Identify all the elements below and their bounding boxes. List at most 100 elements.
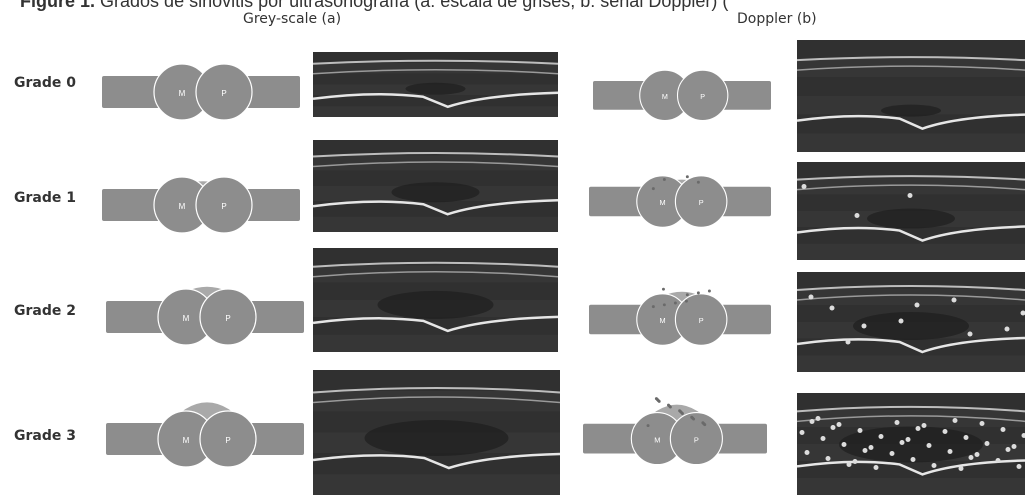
figure-label: Figure 1.	[20, 0, 95, 11]
doppler-signal	[915, 303, 920, 308]
doppler-signal	[985, 441, 990, 446]
doppler-signal	[816, 416, 821, 421]
doppler-signal	[908, 193, 913, 198]
doppler-signal	[846, 340, 851, 345]
schematic-doppler-grade-3: MP	[583, 397, 767, 469]
ultrasound-doppler-grade-3	[797, 393, 1025, 495]
doppler-signal	[968, 332, 973, 337]
grade-label-2: Grade 2	[14, 303, 76, 319]
doppler-signal-dot	[652, 305, 655, 308]
synovial-region	[378, 291, 494, 319]
tissue-band	[313, 106, 558, 117]
bone-letter-m: M	[183, 314, 190, 323]
tissue-band	[797, 40, 1025, 59]
doppler-signal-dot	[708, 290, 711, 293]
tissue-band	[797, 478, 1025, 495]
doppler-signal-dot	[662, 288, 665, 291]
doppler-signal	[855, 213, 860, 218]
ultrasound-greyscale-grade-1	[313, 140, 558, 232]
grade-label-1: Grade 1	[14, 190, 76, 206]
synovial-region	[392, 182, 480, 202]
doppler-signal	[821, 436, 826, 441]
tissue-band	[797, 355, 1025, 372]
bone-letter-p: P	[225, 314, 230, 323]
schematic-doppler-grade-1: MP	[589, 160, 771, 232]
ultrasound-greyscale-grade-0	[313, 52, 558, 117]
bone-letter-p: P	[221, 89, 226, 98]
doppler-signal	[874, 465, 879, 470]
doppler-signal-dot	[655, 397, 658, 400]
grade-label-0: Grade 0	[14, 75, 76, 91]
doppler-signal	[830, 306, 835, 311]
doppler-signal	[842, 442, 847, 447]
doppler-signal	[900, 440, 905, 445]
bone-letter-p: P	[699, 316, 704, 325]
doppler-signal	[1005, 327, 1010, 332]
doppler-signal	[948, 449, 953, 454]
column-header-greyscale: Grey-scale (a)	[243, 11, 341, 27]
doppler-signal	[809, 295, 814, 300]
doppler-signal	[810, 419, 815, 424]
doppler-signal	[826, 456, 831, 461]
doppler-signal	[847, 462, 852, 467]
doppler-signal	[800, 430, 805, 435]
doppler-signal	[927, 443, 932, 448]
bone-letter-m: M	[654, 435, 660, 444]
bone-letter-m: M	[662, 92, 668, 101]
bone-letter-p: P	[700, 92, 705, 101]
ultrasound-doppler-grade-2	[797, 272, 1025, 372]
bone-letter-p: P	[221, 202, 226, 211]
schematic-greyscale-grade-3: MP	[106, 397, 304, 469]
schematic-doppler-grade-0: MP	[593, 54, 771, 126]
bone-letter-p: P	[699, 198, 704, 207]
column-header-doppler: Doppler (b)	[737, 11, 817, 27]
doppler-signal	[858, 428, 863, 433]
bone-letter-m: M	[659, 198, 665, 207]
doppler-signal-dot	[674, 301, 677, 304]
ultrasound-greyscale-grade-3	[313, 370, 560, 495]
figure-title: Figure 1. Grados de sinovitis por ultras…	[20, 0, 1025, 13]
bone-letter-p: P	[225, 436, 230, 445]
doppler-signal	[1012, 444, 1017, 449]
tissue-band	[313, 217, 558, 232]
synovial-region	[881, 105, 941, 117]
tissue-band	[797, 244, 1025, 260]
ultrasound-greyscale-grade-2	[313, 248, 558, 352]
doppler-signal	[1001, 427, 1006, 432]
doppler-signal-dot	[690, 416, 693, 419]
doppler-signal	[996, 458, 1001, 463]
doppler-signal	[943, 429, 948, 434]
doppler-signal-dot	[697, 291, 700, 294]
doppler-signal	[899, 319, 904, 324]
tissue-band	[797, 178, 1025, 194]
doppler-signal-dot	[663, 178, 666, 181]
doppler-signal-dot	[697, 181, 700, 184]
doppler-signal	[890, 451, 895, 456]
doppler-signal	[802, 184, 807, 189]
schematic-greyscale-grade-2: MP	[106, 275, 304, 347]
doppler-signal	[853, 459, 858, 464]
doppler-signal	[911, 457, 916, 462]
doppler-signal	[975, 452, 980, 457]
ultrasound-doppler-grade-0	[797, 40, 1025, 152]
ultrasound-doppler-grade-1	[797, 162, 1025, 260]
bone-letter-m: M	[659, 316, 665, 325]
doppler-signal	[922, 423, 927, 428]
doppler-signal	[831, 425, 836, 430]
synovial-region	[406, 83, 466, 95]
tissue-band	[797, 77, 1025, 96]
doppler-signal	[959, 466, 964, 471]
doppler-signal	[952, 298, 957, 303]
doppler-signal	[805, 450, 810, 455]
doppler-signal	[837, 422, 842, 427]
doppler-signal	[980, 421, 985, 426]
doppler-signal	[906, 437, 911, 442]
doppler-signal-dot	[686, 175, 689, 178]
grade-label-3: Grade 3	[14, 428, 76, 444]
tissue-band	[313, 391, 560, 412]
doppler-signal	[953, 418, 958, 423]
tissue-band	[313, 155, 558, 170]
figure-caption: Grados de sinovitis por ultrasonografía …	[100, 0, 728, 11]
doppler-signal-dot	[663, 303, 666, 306]
tissue-band	[313, 335, 558, 352]
